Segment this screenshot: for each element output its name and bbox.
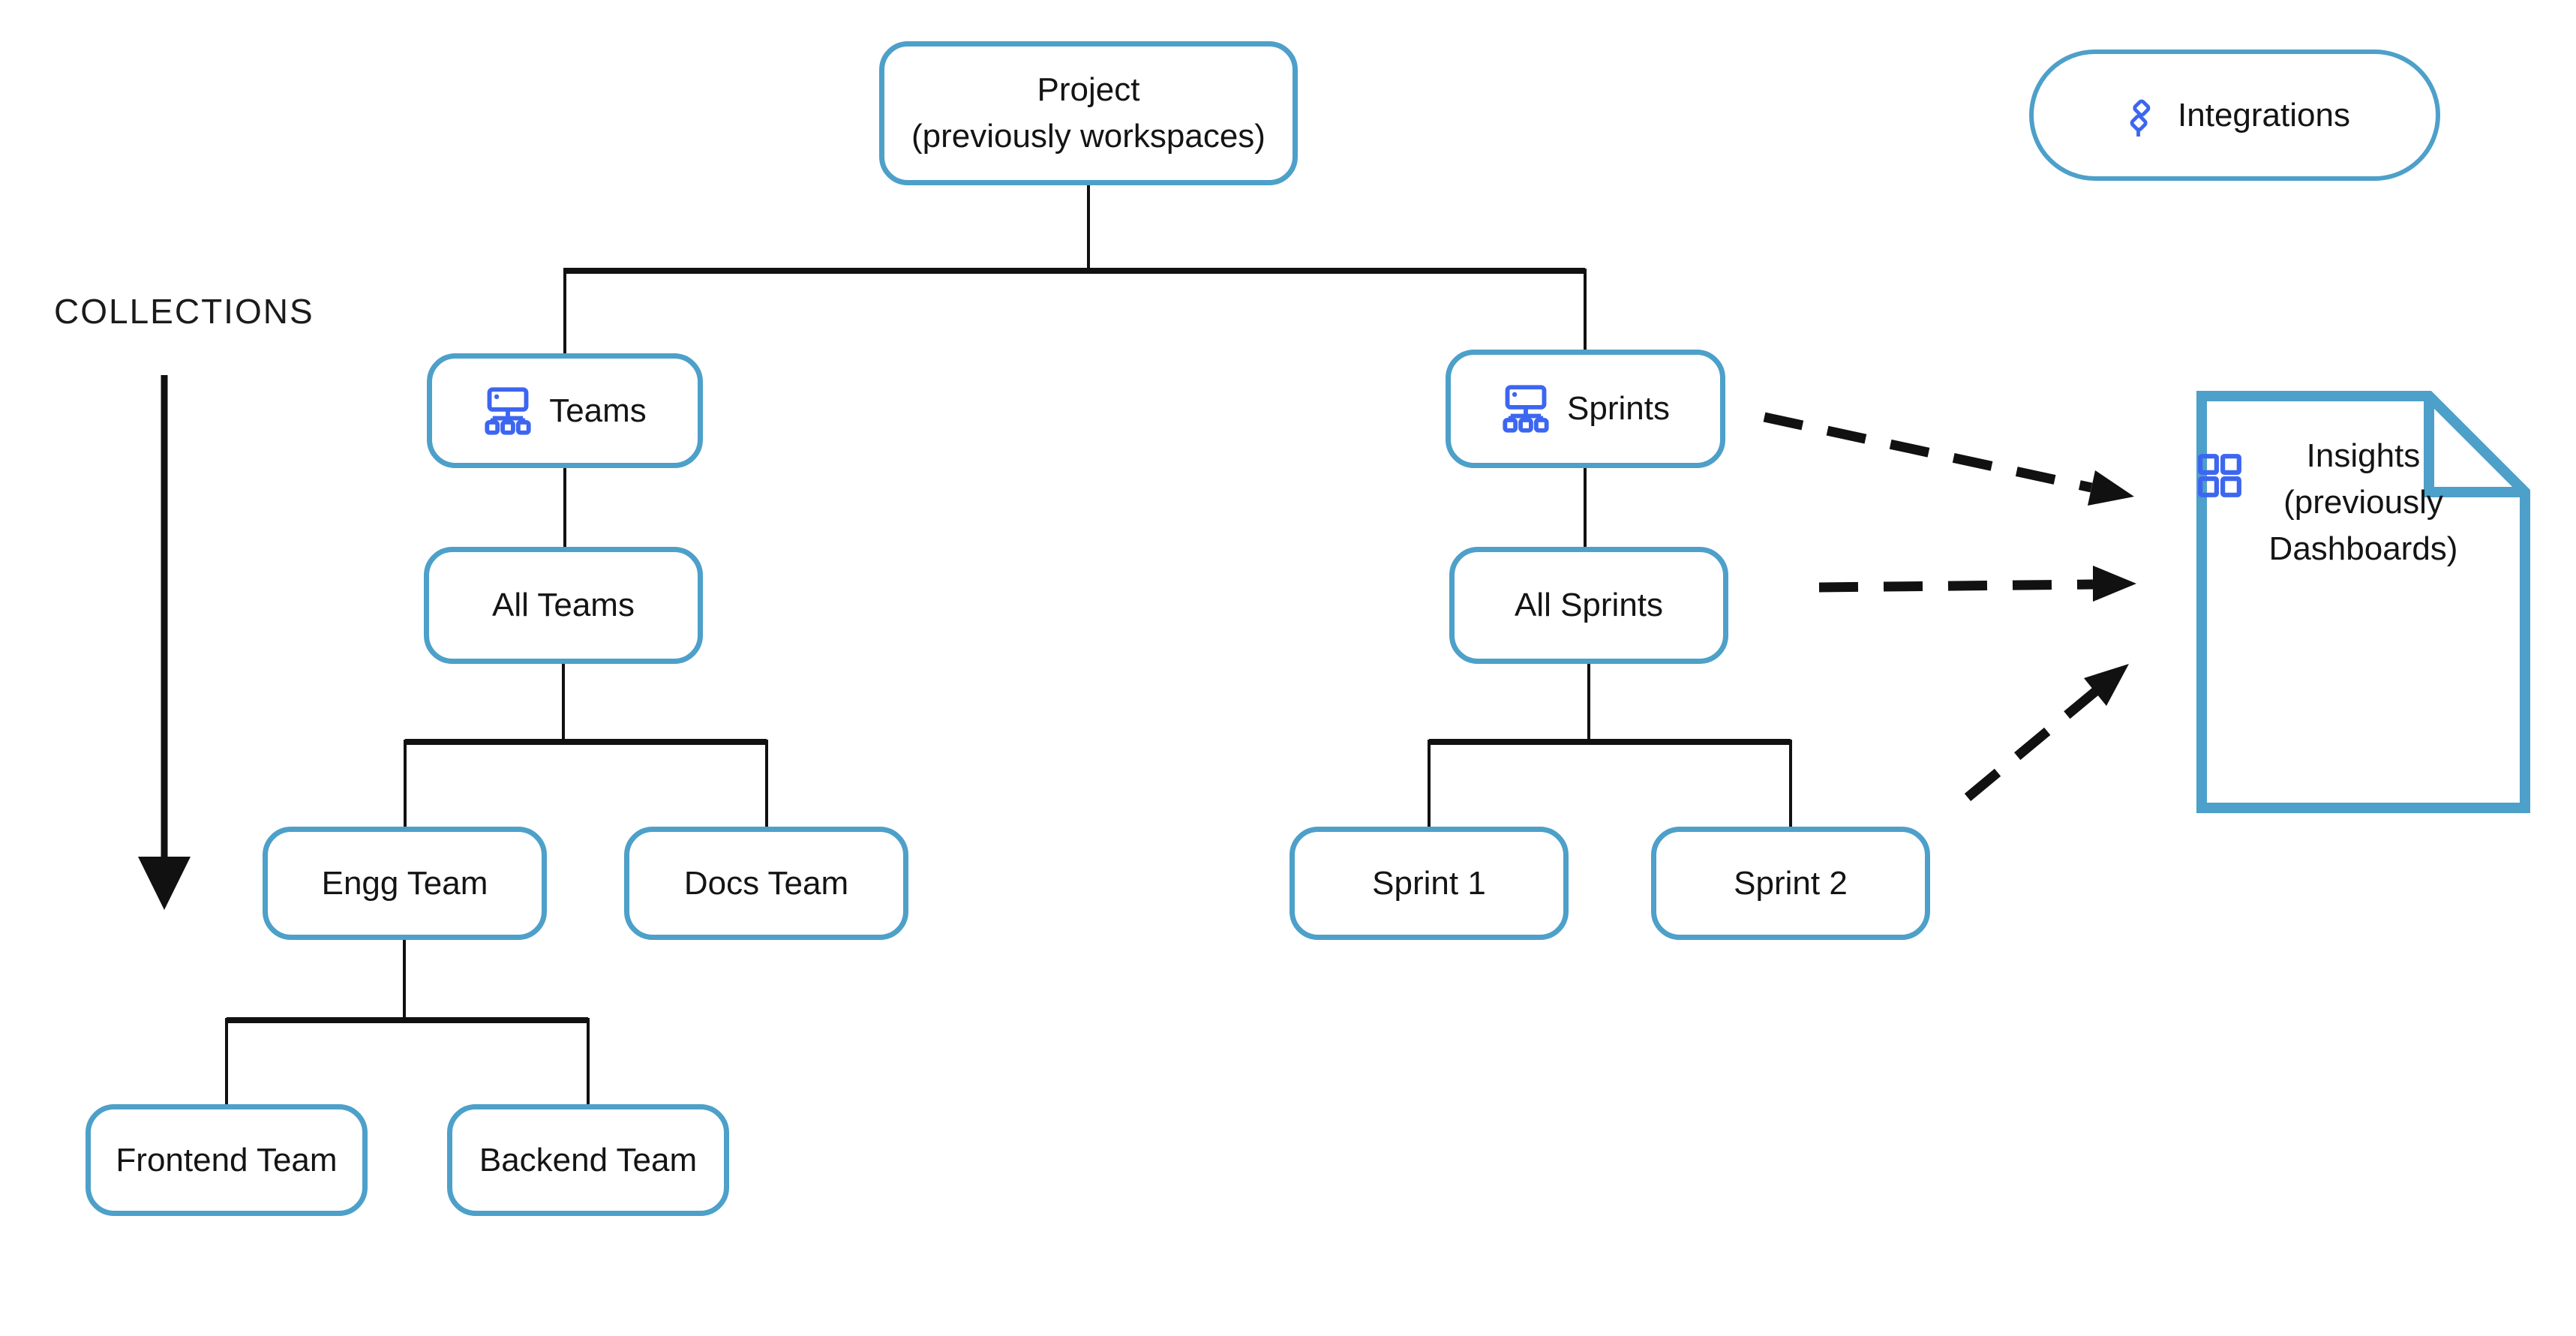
org-chart-icon: [485, 386, 531, 435]
backend-team-label: Backend Team: [479, 1141, 698, 1178]
document-shape: [2196, 391, 2530, 813]
node-insights[interactable]: Insights (previously Dashboards): [2196, 391, 2530, 813]
plug-connector-icon: [2130, 99, 2151, 137]
node-all-teams[interactable]: All Teams: [424, 547, 703, 664]
dashed-arrow-allsprints-to-insights: [1818, 566, 2136, 602]
node-backend-team[interactable]: Backend Team: [447, 1104, 729, 1216]
docs-team-label: Docs Team: [683, 864, 849, 902]
teams-label: Teams: [549, 392, 647, 429]
project-label-line2: (previously workspaces): [911, 118, 1265, 155]
tree-connector-sprints: [1428, 468, 1792, 827]
sprint-2-label: Sprint 2: [1734, 864, 1848, 902]
frontend-team-label: Frontend Team: [116, 1141, 338, 1178]
node-teams[interactable]: Teams: [427, 353, 703, 468]
node-sprint-2[interactable]: Sprint 2: [1651, 827, 1930, 940]
node-all-sprints[interactable]: All Sprints: [1449, 547, 1728, 664]
dashed-arrow-sprints-to-insights: [1763, 412, 2134, 506]
node-sprints[interactable]: Sprints: [1446, 350, 1725, 468]
all-teams-label: All Teams: [492, 587, 635, 623]
collections-label: COLLECTIONS: [54, 292, 314, 331]
collections-arrow: [138, 375, 191, 910]
node-integrations[interactable]: Integrations: [2029, 50, 2440, 181]
node-sprint-1[interactable]: Sprint 1: [1290, 827, 1569, 940]
org-chart-icon: [1503, 385, 1549, 433]
node-frontend-team[interactable]: Frontend Team: [86, 1104, 368, 1216]
node-project[interactable]: Project (previously workspaces): [879, 41, 1298, 185]
node-docs-team[interactable]: Docs Team: [624, 827, 908, 940]
dashed-arrow-sprint2-to-insights: [1964, 664, 2129, 802]
all-sprints-label: All Sprints: [1514, 587, 1664, 623]
project-label-line1: Project: [1037, 71, 1140, 108]
engg-team-label: Engg Team: [321, 864, 488, 902]
sprint-1-label: Sprint 1: [1372, 864, 1486, 902]
integrations-label: Integrations: [2178, 96, 2350, 134]
tree-connector-project: [563, 185, 1587, 353]
sprints-label: Sprints: [1567, 390, 1670, 427]
tree-connector-teams: [225, 468, 768, 1104]
node-engg-team[interactable]: Engg Team: [263, 827, 547, 940]
